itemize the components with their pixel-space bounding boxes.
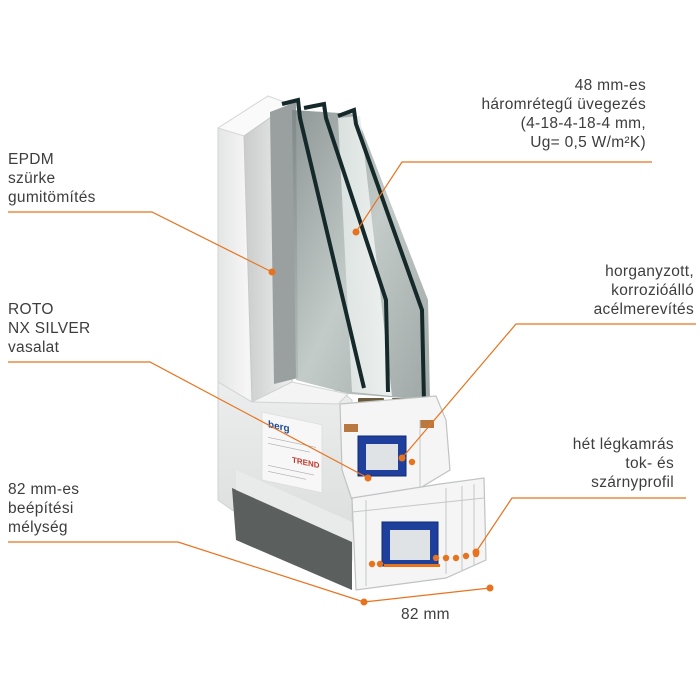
label-glazing-line-3: (4-18-4-18-4 mm, [520,115,646,132]
label-glazing-line-4: Ug= 0,5 W/m²K) [530,134,646,151]
label-steel-reinforcement: horganyzott, korrozióálló acélmerevítés [594,262,694,319]
glass-pane-3 [337,107,426,403]
callout-lines [8,161,696,603]
label-steel-line-2: korrozióálló [611,282,694,299]
callout-line-epdm [8,211,273,273]
label-depth-line-1: 82 mm-es [8,481,80,498]
callout-line-chambers [475,497,686,553]
glazing [281,97,430,412]
glass-pane-1 [281,97,366,389]
label-chambers-line-2: tok- és [625,455,674,472]
label-roto-hardware: ROTO NX SILVER vasalat [8,300,91,357]
callout-dots [268,228,494,606]
label-roto-line-1: ROTO [8,301,54,318]
dimension-line [363,587,491,603]
label-epdm-line-2: szürke [8,170,56,187]
label-epdm-line-3: gumitömítés [8,189,96,206]
frame-rebate [270,102,298,384]
label-chambers-line-3: szárnyprofil [591,474,674,491]
label-chambers: hét légkamrás tok- és szárnyprofil [573,435,674,492]
product-sticker: berg TREND [261,411,323,494]
sticker-brand: berg [268,419,290,434]
label-installation-depth: 82 mm-es beépítési mélység [8,480,79,537]
frame-base-shadow [232,488,352,590]
callout-line-glazing [355,161,652,233]
glass-pane-2 [303,101,390,393]
label-glazing-line-2: háromrétegű üvegezés [481,96,646,113]
callout-line-steel [401,323,696,459]
callout-line-depth [8,541,365,603]
label-steel-line-1: horganyzott, [605,263,694,280]
label-roto-line-2: NX SILVER [8,320,91,337]
label-steel-line-3: acélmerevítés [593,301,694,318]
sash-gasket [344,424,358,432]
label-glazing-line-1: 48 mm-es [574,77,646,94]
label-roto-line-3: vasalat [8,339,60,356]
label-depth-line-2: beépítési [8,500,74,517]
label-epdm-gasket: EPDM szürke gumitömítés [8,150,96,207]
dimension-label: 82 mm [401,606,450,623]
label-epdm-line-1: EPDM [8,151,54,168]
sash-bottom-top [251,381,350,405]
frame-base-light [236,470,352,542]
profile-cross-section [339,395,487,591]
label-depth-line-3: mélység [8,519,68,536]
label-glazing: 48 mm-es háromrétegű üvegezés (4-18-4-18… [481,76,646,152]
callout-line-roto [8,361,369,479]
glass-face-front [338,116,392,396]
label-chambers-line-1: hét légkamrás [572,436,674,453]
